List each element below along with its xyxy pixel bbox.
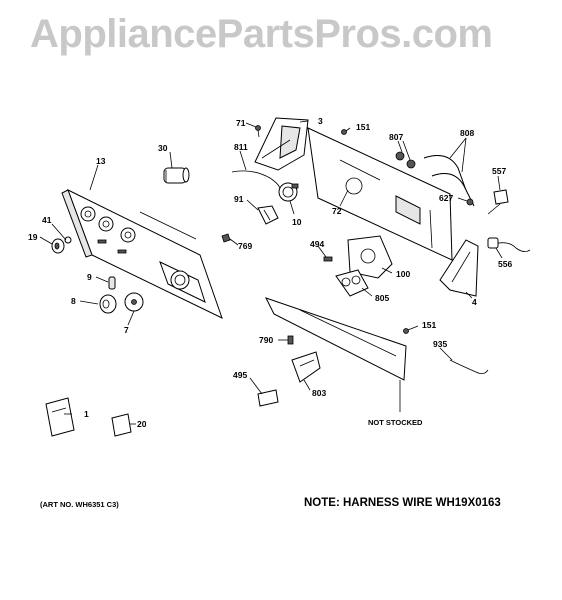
screw-151-top: [341, 129, 347, 135]
label-19: 19: [28, 232, 38, 242]
backsplash: [307, 127, 453, 261]
label-71: 71: [236, 118, 246, 128]
label-9: 9: [87, 272, 92, 282]
fill-hoses: [423, 155, 475, 207]
label-807: 807: [389, 132, 404, 142]
label-4: 4: [472, 297, 477, 307]
label-935: 935: [433, 339, 448, 349]
rear-bracket: [265, 297, 407, 412]
control-panel: [61, 188, 223, 319]
clip-494: [323, 256, 333, 262]
knob-8: [99, 294, 117, 314]
label-72: 72: [332, 206, 342, 216]
label-495: 495: [233, 370, 248, 380]
label-494: 494: [310, 239, 325, 249]
part-495: [257, 389, 279, 407]
label-790: 790: [259, 335, 274, 345]
label-8: 8: [71, 296, 76, 306]
manual: [45, 397, 75, 437]
label-41: 41: [42, 215, 52, 225]
switch-91: [257, 205, 279, 225]
label-808: 808: [460, 128, 475, 138]
pressure-switch: [278, 182, 299, 202]
label-811: 811: [234, 142, 248, 152]
washer-807-b: [406, 159, 416, 169]
label-803: 803: [312, 388, 327, 398]
leader-lines: [39, 120, 503, 425]
part-557: [487, 189, 509, 215]
watermark: AppliancePartsPros.com: [30, 12, 493, 56]
label-1: 1: [84, 409, 89, 419]
knob-clip: [64, 236, 72, 244]
end-cap-left: [254, 117, 309, 171]
not-stocked-label: NOT STOCKED: [368, 418, 423, 427]
screw-151-bottom: [403, 328, 409, 334]
end-cap-right: [439, 239, 479, 297]
label-769: 769: [238, 241, 253, 251]
part-803: [291, 351, 321, 383]
knob-insert: [108, 276, 116, 290]
tech-sheet: [111, 413, 132, 437]
label-151-bottom: 151: [422, 320, 437, 330]
label-557: 557: [492, 166, 507, 176]
label-151-top: 151: [356, 122, 371, 132]
screw-71: [255, 125, 261, 138]
harness-wire: [449, 359, 489, 374]
label-7: 7: [124, 325, 129, 335]
timer: [347, 235, 393, 279]
label-100: 100: [396, 269, 411, 279]
label-20: 20: [137, 419, 147, 429]
label-3: 3: [318, 116, 323, 126]
washer-807-a: [395, 151, 405, 161]
label-556: 556: [498, 259, 513, 269]
hose-811: [231, 170, 281, 193]
clip-769: [221, 233, 231, 243]
harness-note: NOTE: HARNESS WIRE WH19X0163: [304, 497, 501, 509]
label-30: 30: [158, 143, 168, 153]
clip-790: [287, 335, 294, 345]
label-805: 805: [375, 293, 390, 303]
label-10: 10: [292, 217, 302, 227]
label-627: 627: [439, 193, 454, 203]
label-91: 91: [234, 194, 244, 204]
power-cord: [487, 237, 531, 252]
water-valve: [335, 269, 369, 297]
art-number: (ART NO. WH6351 C3): [40, 500, 119, 509]
knob-19: [51, 238, 65, 254]
part-627: [466, 198, 474, 206]
capacitor: [163, 167, 190, 184]
knob-7: [124, 292, 144, 312]
label-13: 13: [96, 156, 106, 166]
